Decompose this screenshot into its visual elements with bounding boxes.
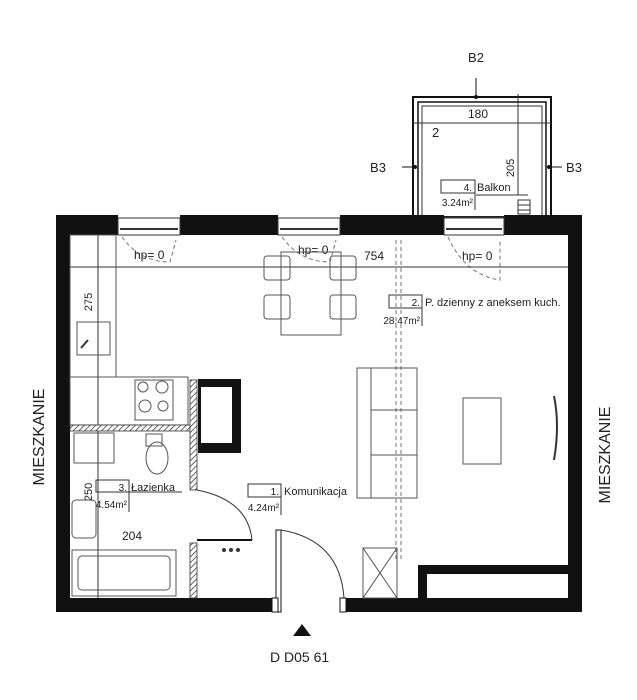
- kitchen-counter: [69, 234, 189, 426]
- bath-width-dimension: 204: [122, 529, 142, 543]
- kitchen-dimension: 275: [83, 293, 95, 311]
- window-note-2: hp= 0: [298, 243, 329, 257]
- window-note-1: hp= 0: [134, 248, 165, 262]
- entrance-door[interactable]: [271, 529, 347, 613]
- room-3-number: 3.: [119, 483, 127, 494]
- outer-walls: [56, 215, 582, 612]
- dining-table: [263, 251, 357, 336]
- bathroom-fixtures: [71, 432, 240, 597]
- neighbor-label-right: MIESZKANIE: [597, 407, 614, 504]
- room-4-name: Balkon: [477, 182, 511, 194]
- window-note-3: hp= 0: [462, 249, 493, 263]
- balcony: [412, 94, 552, 218]
- section-label-b3-left: B3: [370, 160, 386, 175]
- section-label-b2: B2: [468, 50, 484, 65]
- room-2-number: 2.: [412, 298, 420, 309]
- section-markers: [402, 78, 562, 169]
- balcony-width-dimension: 180: [468, 107, 488, 121]
- bath-height-dimension: 250: [83, 483, 95, 501]
- balcony-marker: 2: [432, 125, 439, 140]
- room-4-area: 3.24m²: [442, 198, 474, 209]
- section-label-b3-right: B3: [566, 160, 582, 175]
- neighbor-label-left: MIESZKANIE: [31, 389, 48, 486]
- bathroom-walls: [69, 379, 253, 599]
- room-4-number: 4.: [464, 183, 472, 194]
- room-3-name: Łazienka: [131, 482, 176, 494]
- room-1-number: 1.: [271, 487, 279, 498]
- room-3-area: 4.54m²: [96, 500, 128, 511]
- room-2-area: 28.47m²: [383, 316, 420, 327]
- interior-wall: [418, 565, 568, 574]
- living-furniture: [356, 367, 558, 599]
- balcony-depth-dimension: 205: [505, 159, 517, 177]
- room-1-area: 4.24m²: [248, 503, 280, 514]
- room-2-name: P. dzienny z aneksem kuch.: [425, 297, 561, 309]
- room-1-name: Komunikacja: [284, 486, 348, 498]
- apartment-code: D D05 61: [270, 649, 329, 665]
- living-width-dimension: 754: [364, 249, 384, 263]
- entrance-arrow-icon: [293, 624, 311, 636]
